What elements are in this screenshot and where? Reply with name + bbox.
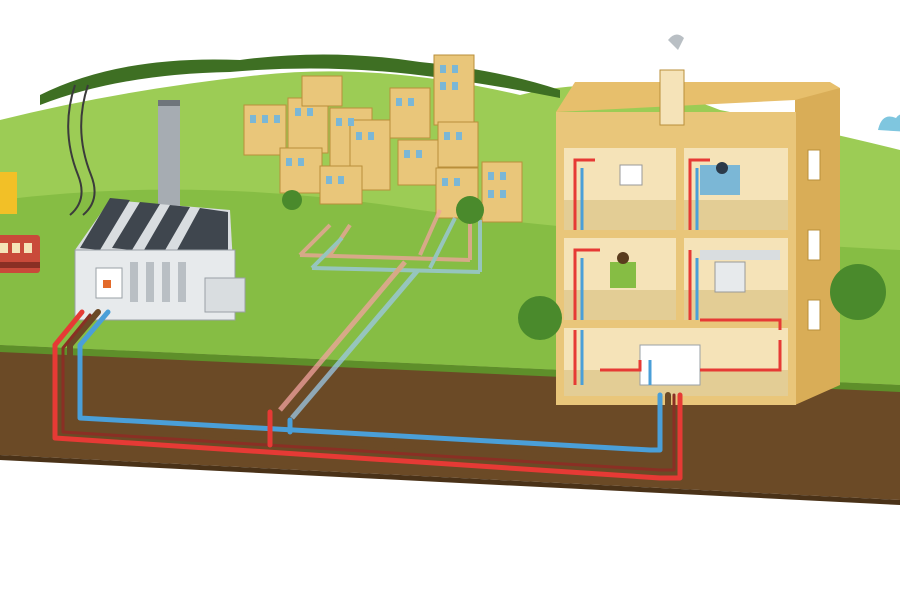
town-buildings <box>243 54 523 223</box>
person-1 <box>716 162 728 174</box>
bushes <box>282 190 886 340</box>
bird-icon <box>668 34 684 50</box>
district-heating-pipes <box>52 309 683 481</box>
railway-track <box>67 84 96 216</box>
apartment-building <box>556 34 840 405</box>
supply-pipe-outer <box>52 309 683 481</box>
factory <box>74 100 246 321</box>
chimney <box>158 100 180 220</box>
town-pipes <box>278 209 482 420</box>
washing-machine <box>714 261 746 293</box>
person-2 <box>610 262 636 288</box>
tree-line <box>40 54 560 105</box>
return-pipe <box>77 309 663 453</box>
cloud-icon <box>878 114 900 132</box>
train <box>0 172 40 273</box>
